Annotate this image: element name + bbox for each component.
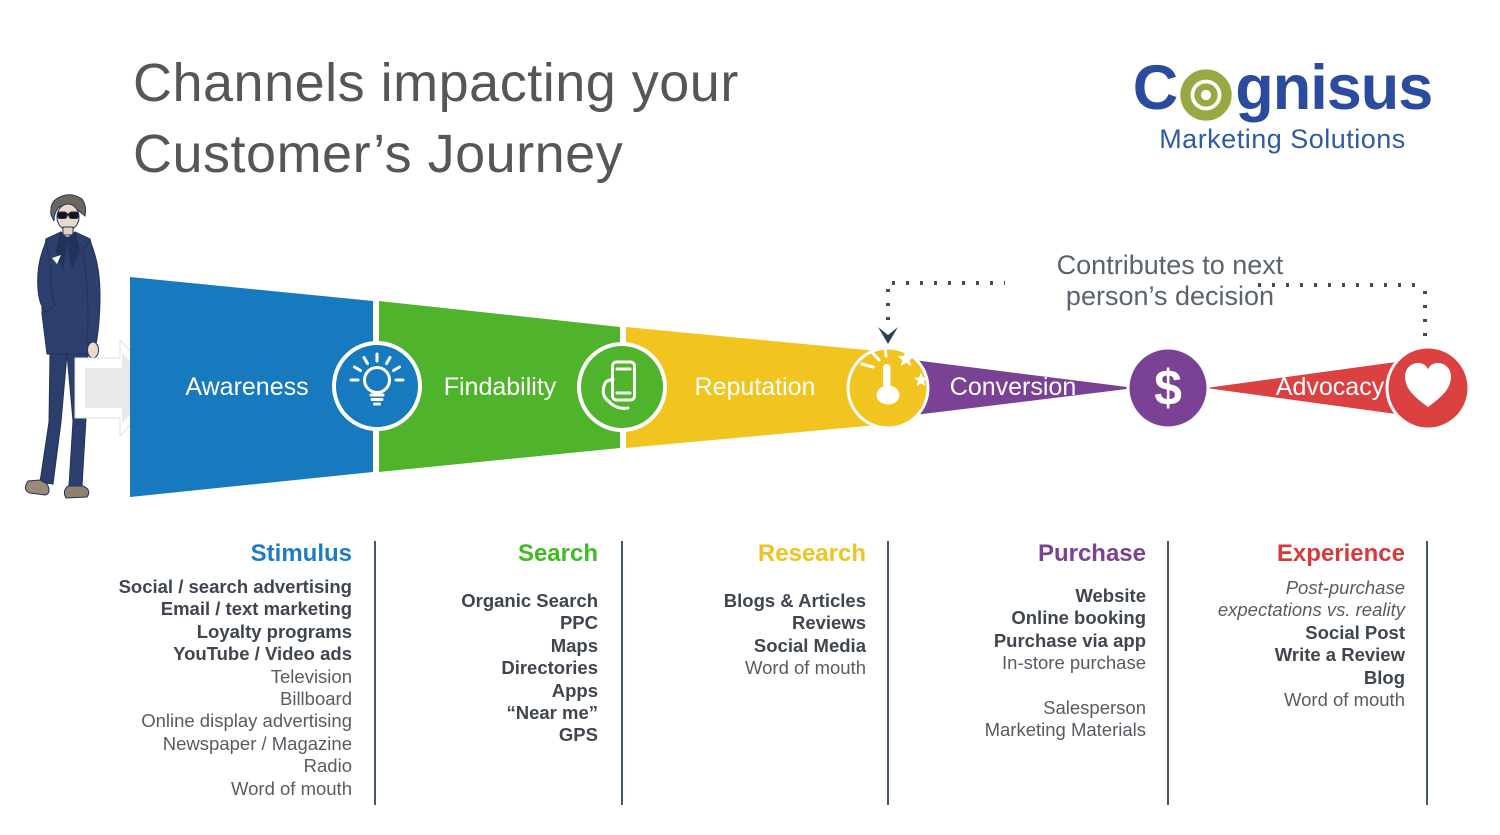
column-title: Experience bbox=[1276, 540, 1405, 567]
column-item: Marketing Materials bbox=[984, 719, 1146, 741]
column-item: Apps bbox=[551, 679, 598, 701]
segment-findability bbox=[379, 301, 620, 472]
column-item: GPS bbox=[558, 724, 598, 746]
column-item: Billboard bbox=[280, 688, 352, 710]
stage-label-reputation: Reputation bbox=[694, 373, 816, 401]
annotation-line1: Contributes to next bbox=[1056, 250, 1284, 280]
down-arrowhead-icon bbox=[878, 327, 898, 344]
column-item: “Near me” bbox=[506, 702, 598, 724]
column-item: Reviews bbox=[791, 612, 866, 634]
column-item: Online booking bbox=[1011, 607, 1146, 629]
page-title-line2: Customer’s Journey bbox=[133, 124, 624, 184]
page-title-line1: Channels impacting your bbox=[133, 53, 739, 113]
column-divider bbox=[621, 541, 623, 805]
column-item: Email / text marketing bbox=[160, 598, 352, 620]
column-item: Loyalty programs bbox=[196, 620, 352, 642]
page-title: Channels impacting your Customer’s Journ… bbox=[133, 48, 739, 190]
column-item: Blogs & Articles bbox=[723, 590, 866, 611]
segment-awareness bbox=[130, 277, 373, 497]
stage-label-advocacy: Advocacy bbox=[1275, 373, 1385, 401]
column-item: In-store purchase bbox=[1002, 652, 1146, 674]
logo-text-suffix: gnisus bbox=[1235, 53, 1433, 123]
column-item: Television bbox=[270, 665, 352, 687]
column-item: Salesperson bbox=[1043, 697, 1146, 719]
column-item: Word of mouth bbox=[231, 777, 352, 799]
annotation-dotted-lines bbox=[886, 281, 1427, 348]
findability-circle bbox=[577, 342, 667, 432]
column-title: Stimulus bbox=[250, 540, 352, 567]
dollar-circle bbox=[1126, 346, 1210, 430]
column-item: Radio bbox=[303, 755, 352, 777]
segment-advocacy bbox=[1206, 358, 1425, 418]
column-item: Online display advertising bbox=[141, 710, 352, 732]
column-item: expectations vs. reality bbox=[1217, 599, 1405, 621]
column-title: Purchase bbox=[1037, 540, 1146, 567]
heart-icon bbox=[1405, 363, 1451, 407]
stage-label-awareness: Awareness bbox=[185, 373, 309, 401]
column-item: Word of mouth bbox=[745, 657, 866, 679]
column-divider bbox=[1426, 541, 1428, 805]
annotation-line2: person’s decision bbox=[1065, 281, 1275, 311]
segment-reputation bbox=[626, 327, 888, 448]
column-divider bbox=[374, 541, 376, 805]
column-item: Maps bbox=[550, 634, 598, 656]
column-item: Purchase via app bbox=[993, 629, 1146, 651]
column-divider bbox=[887, 541, 889, 805]
column-item: Social / search advertising bbox=[118, 576, 352, 597]
column-item: Organic Search bbox=[461, 590, 598, 611]
column-item: PPC bbox=[559, 612, 598, 634]
column-item: Post-purchase bbox=[1285, 577, 1405, 598]
column-item: Newspaper / Magazine bbox=[162, 732, 352, 754]
click-stars-icon bbox=[860, 344, 929, 405]
column-item: YouTube / Video ads bbox=[173, 643, 352, 665]
annotation-text: Contributes to next person’s decision bbox=[1018, 250, 1322, 312]
column-title: Research bbox=[757, 540, 866, 567]
target-icon bbox=[1180, 69, 1232, 121]
column-item: Blog bbox=[1363, 666, 1405, 688]
stage-label-conversion: Conversion bbox=[949, 373, 1077, 401]
column-item: Write a Review bbox=[1274, 644, 1405, 666]
column-item: Website bbox=[1075, 585, 1146, 606]
column-item: Social Media bbox=[753, 634, 866, 656]
phone-in-hand-icon bbox=[601, 360, 636, 410]
column-divider bbox=[1167, 541, 1169, 805]
awareness-circle bbox=[332, 341, 422, 431]
segment-conversion bbox=[890, 357, 1135, 418]
lightbulb-icon bbox=[349, 352, 405, 406]
stage-label-findability: Findability bbox=[443, 373, 557, 401]
cognisus-logo: C gnisus Marketing Solutions bbox=[1110, 52, 1455, 155]
logo-subtitle: Marketing Solutions bbox=[1159, 124, 1406, 154]
column-title: Search bbox=[517, 540, 598, 567]
logo-wordmark: C gnisus bbox=[1110, 52, 1455, 124]
dollar-icon: $ bbox=[1154, 360, 1182, 416]
logo-text-prefix: C bbox=[1132, 53, 1178, 123]
column-item: Word of mouth bbox=[1284, 689, 1405, 711]
column-item: Social Post bbox=[1305, 621, 1405, 643]
column-item: Directories bbox=[501, 657, 598, 679]
